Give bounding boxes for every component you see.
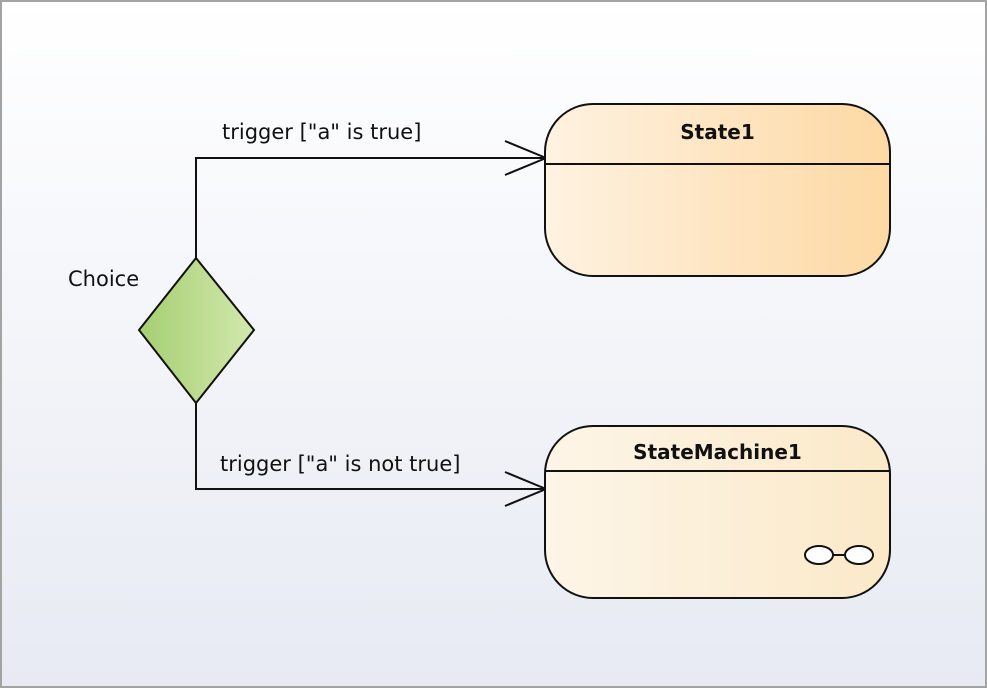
transition-label-not-true: trigger ["a" is not true]	[220, 452, 461, 476]
state1-title: State1	[680, 120, 755, 144]
transition-line-not-true	[195, 403, 546, 490]
composite-state-icon	[804, 545, 874, 565]
state1-box[interactable]	[544, 103, 891, 277]
choice-diamond[interactable]	[137, 256, 256, 405]
statemachine1-title: StateMachine1	[633, 440, 802, 464]
transition-label-true: trigger ["a" is true]	[222, 120, 422, 144]
transition-line-true	[195, 157, 546, 258]
choice-label: Choice	[68, 267, 140, 291]
statemachine1-box[interactable]	[544, 425, 891, 599]
